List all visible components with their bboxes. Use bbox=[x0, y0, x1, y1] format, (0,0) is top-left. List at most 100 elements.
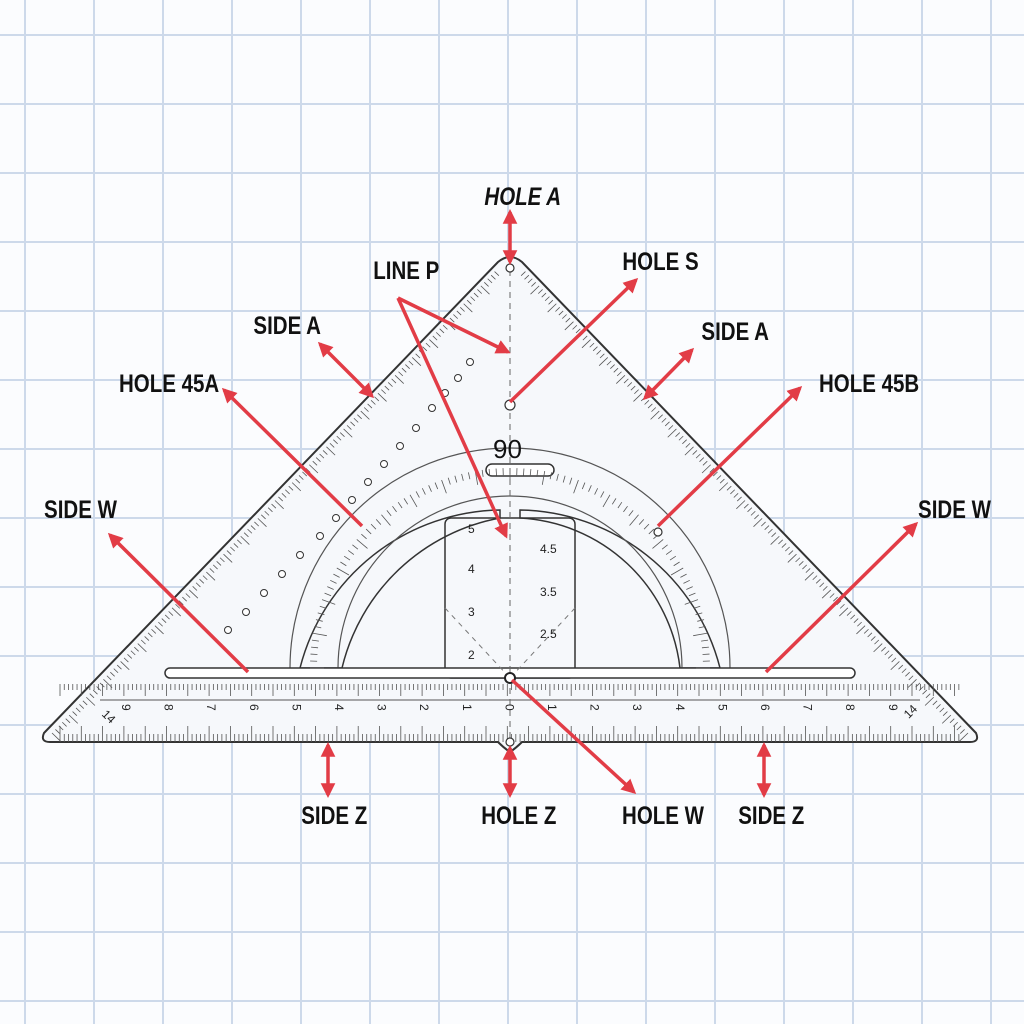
right-edge-tick bbox=[712, 471, 718, 477]
left-edge-tick bbox=[226, 550, 232, 556]
right-edge-tick bbox=[582, 335, 588, 341]
hole-a bbox=[505, 263, 515, 273]
left-edge-tick bbox=[106, 675, 112, 681]
left-edge-tick bbox=[370, 400, 376, 405]
right-edge-tick bbox=[675, 432, 681, 437]
right-edge-tick bbox=[558, 310, 564, 316]
left-edge-tick bbox=[72, 711, 78, 716]
left-edge-tick bbox=[230, 546, 235, 552]
left-edge-tick bbox=[391, 378, 397, 384]
protractor-tick bbox=[319, 605, 327, 609]
left-edge-tick bbox=[288, 485, 294, 491]
protractor-tick bbox=[688, 592, 696, 597]
protractor-tick bbox=[643, 523, 650, 530]
right-edge-tick bbox=[941, 714, 952, 724]
protractor-tick bbox=[629, 514, 639, 526]
right-edge-tick bbox=[719, 478, 725, 484]
right-edge-tick bbox=[743, 503, 749, 509]
protractor-tick bbox=[611, 498, 617, 505]
protractor-tick bbox=[594, 488, 599, 495]
right-edge-tick bbox=[874, 639, 880, 645]
protractor-tick bbox=[686, 586, 693, 590]
left-edge-tick bbox=[298, 475, 304, 480]
protractor-tick bbox=[421, 488, 426, 495]
right-edge-tick bbox=[572, 324, 578, 330]
left-edge-tick bbox=[422, 346, 428, 352]
protractor-ticks bbox=[310, 468, 710, 669]
protractor-tick bbox=[683, 579, 690, 584]
right-edge-tick bbox=[795, 557, 801, 563]
left-edge-tick bbox=[466, 299, 472, 305]
right-edge-tick bbox=[613, 367, 619, 373]
right-edge-tick bbox=[692, 450, 698, 455]
left-edge-tick bbox=[408, 360, 414, 366]
right-edge-tick bbox=[753, 518, 763, 527]
left-edge-tick bbox=[271, 503, 277, 509]
left-edge-tick bbox=[206, 571, 216, 581]
right-edge-tick bbox=[798, 561, 804, 566]
left-edge-tick bbox=[484, 282, 489, 287]
right-edge-tick bbox=[839, 603, 845, 609]
protractor-tick bbox=[556, 473, 559, 481]
right-edge-tick bbox=[836, 600, 842, 606]
arrow-hole-s bbox=[508, 277, 639, 404]
protractor-tick bbox=[454, 475, 458, 483]
left-edge-tick bbox=[89, 693, 95, 699]
left-edge-tick bbox=[309, 464, 319, 474]
base-ruler-number: 3 bbox=[375, 704, 389, 711]
base-ruler-number: 7 bbox=[801, 704, 815, 711]
protractor-peak-label: 90 bbox=[493, 434, 522, 464]
left-edge-tick bbox=[65, 718, 71, 724]
right-edge-tick bbox=[699, 457, 705, 463]
protractor-tick bbox=[314, 626, 322, 629]
base-ruler-number: 0 bbox=[502, 704, 516, 711]
left-edge-tick bbox=[329, 442, 335, 448]
right-edge-tick bbox=[863, 628, 869, 634]
protractor-tick bbox=[617, 501, 623, 509]
left-edge-tick bbox=[92, 689, 98, 695]
left-edge-tick bbox=[398, 371, 404, 377]
label-line-p: LINE P bbox=[373, 256, 439, 284]
right-edge-tick bbox=[942, 711, 948, 716]
right-edge-tick bbox=[856, 625, 866, 635]
protractor-tick bbox=[409, 494, 418, 508]
right-edge-tick bbox=[716, 475, 722, 480]
right-edge-tick bbox=[822, 586, 828, 591]
left-edge-tick bbox=[178, 600, 184, 606]
right-edge-tick bbox=[833, 596, 838, 602]
right-edge-tick bbox=[935, 704, 941, 709]
left-edge-tick bbox=[490, 274, 496, 280]
left-edge-tick bbox=[459, 307, 465, 312]
protractor-tick bbox=[673, 561, 680, 567]
protractor-tick bbox=[403, 498, 409, 505]
right-edge-tick bbox=[537, 289, 543, 294]
protractor-tick bbox=[602, 494, 611, 508]
left-edge-tick bbox=[202, 575, 208, 581]
right-edge-tick bbox=[647, 403, 653, 409]
left-edge-tick bbox=[127, 654, 133, 659]
right-edge-tick bbox=[781, 543, 787, 548]
hole-45b bbox=[653, 527, 663, 537]
protractor-tick bbox=[581, 482, 586, 490]
right-edge-tick bbox=[821, 589, 832, 599]
hole-z bbox=[505, 737, 515, 747]
left-edge-tick bbox=[494, 271, 500, 277]
right-edge-tick bbox=[733, 493, 739, 498]
left-edge-tick bbox=[199, 578, 205, 584]
protractor-tick bbox=[549, 472, 552, 480]
protractor-tick bbox=[324, 592, 332, 597]
left-edge-tick bbox=[185, 593, 191, 598]
protractor-tick bbox=[375, 519, 382, 525]
label-hole-45b: HOLE 45B bbox=[819, 369, 919, 397]
right-edge-tick bbox=[718, 482, 729, 492]
right-edge-tick bbox=[668, 425, 674, 430]
right-edge-tick bbox=[616, 375, 626, 384]
base-ruler-number: 8 bbox=[162, 704, 176, 711]
left-edge-tick bbox=[212, 564, 218, 570]
left-edge-tick bbox=[487, 278, 493, 284]
protractor-tick bbox=[386, 510, 392, 517]
left-edge-tick bbox=[339, 432, 345, 437]
protractor-tick bbox=[665, 550, 673, 555]
